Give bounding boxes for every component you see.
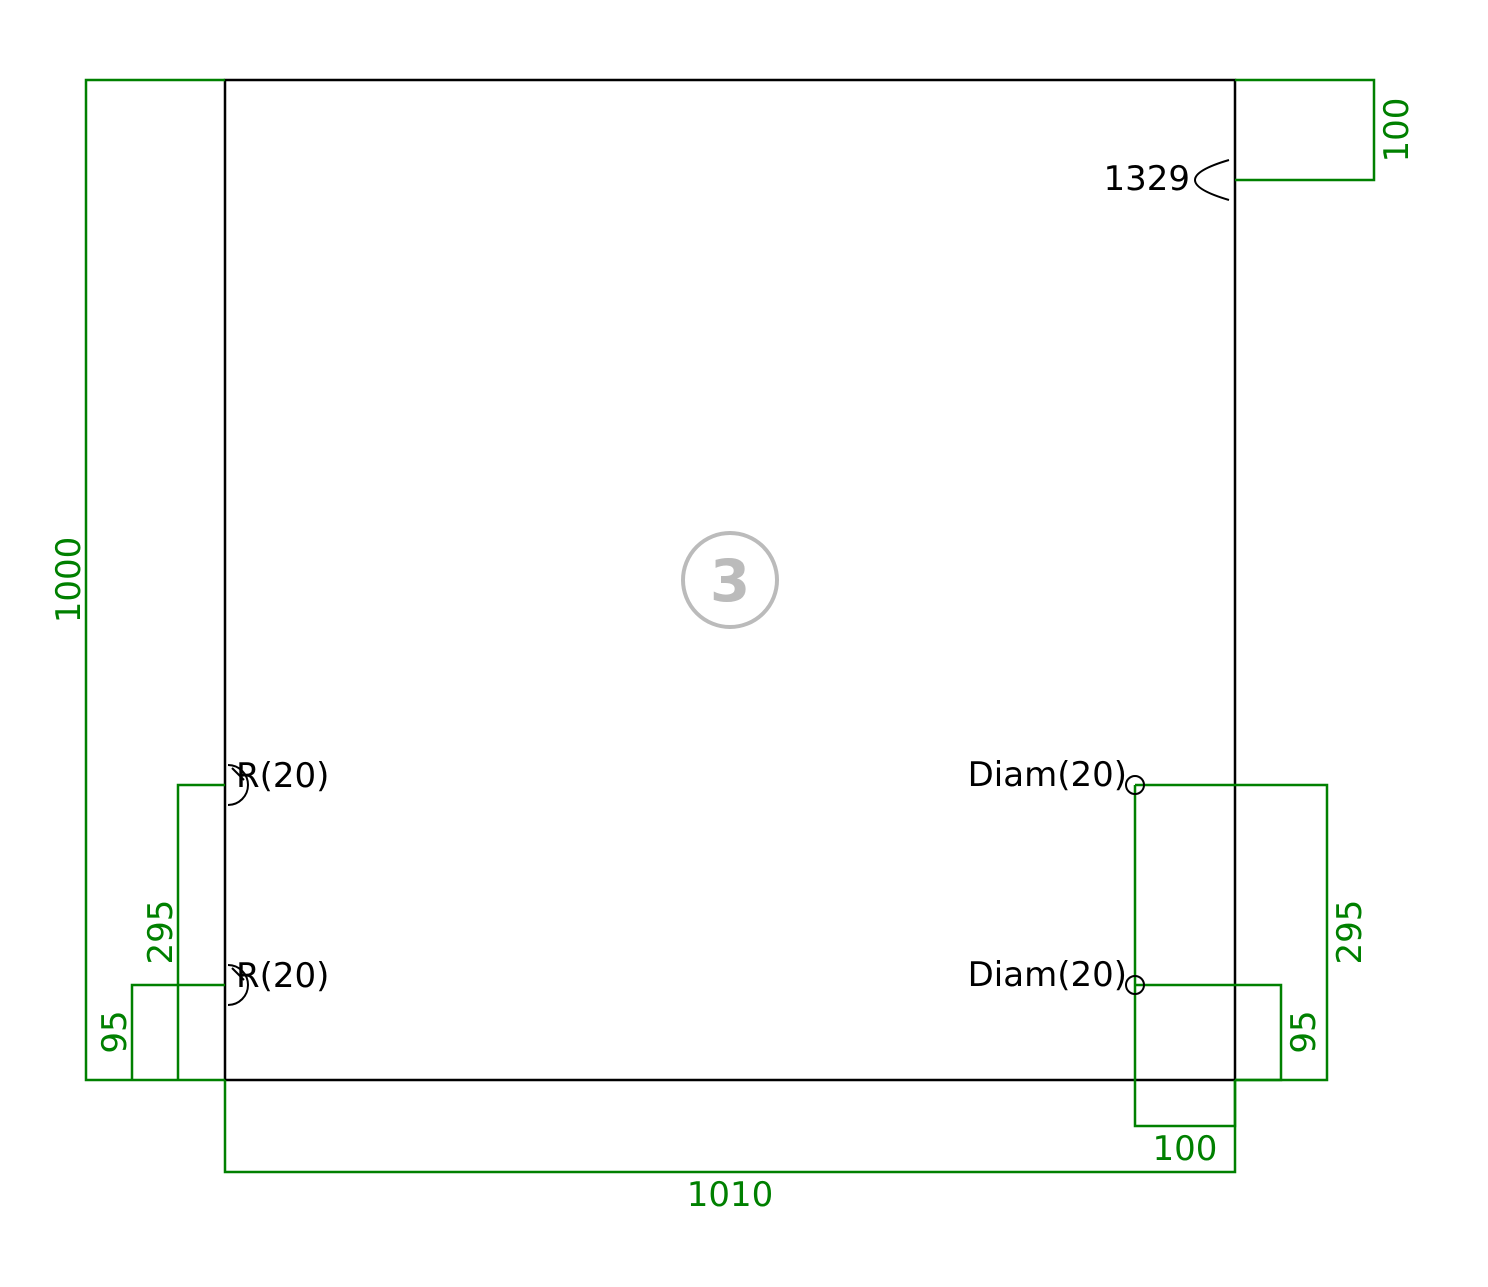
left-lower-radius-icon <box>227 964 249 1006</box>
height-dimension-text: 1000 <box>49 537 89 624</box>
right-upper-hole-dimension-text: 295 <box>1330 900 1370 965</box>
left-upper-radius-label: R(20) <box>236 756 329 796</box>
left-upper-hole-dimension-line <box>176 783 225 1080</box>
right-lower-hole-dimension-text: 95 <box>1284 1010 1324 1053</box>
left-lower-radius-label: R(20) <box>236 956 329 996</box>
height-dimension-line <box>84 78 225 1082</box>
part-outline <box>223 78 1237 1082</box>
left-lower-radius-leader <box>231 967 245 981</box>
right-upper-hole-icon <box>1125 775 1145 795</box>
width-dimension-text: 1010 <box>687 1175 774 1215</box>
right-hole-offset-dimension-line <box>1133 785 1237 1128</box>
right-upper-diam-label: Diam(20) <box>968 755 1127 795</box>
width-dimension-line <box>223 1080 1237 1174</box>
part-number-text: 3 <box>710 547 750 615</box>
top-right-dimension-line <box>1235 78 1376 182</box>
part-number-badge <box>681 531 779 629</box>
left-upper-radius-leader <box>231 767 245 781</box>
right-lower-diam-label: Diam(20) <box>968 955 1127 995</box>
top-right-dimension-text: 100 <box>1377 98 1417 163</box>
edge-profile-label: 1329 <box>1103 159 1190 199</box>
edge-profile-icon <box>1193 159 1230 201</box>
left-lower-hole-dimension-text: 95 <box>95 1010 135 1053</box>
right-lower-hole-icon <box>1125 975 1145 995</box>
left-upper-hole-dimension-text: 295 <box>141 900 181 965</box>
right-lower-hole-dimension-line <box>1135 983 1283 1082</box>
left-lower-hole-dimension-line <box>130 983 225 1080</box>
right-hole-offset-dimension-text: 100 <box>1153 1129 1218 1169</box>
left-upper-radius-icon <box>227 764 249 806</box>
